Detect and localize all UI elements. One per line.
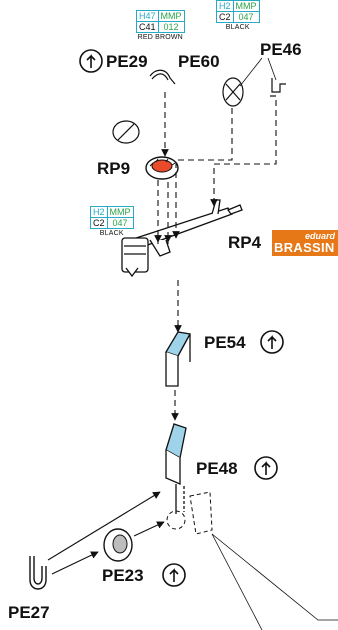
label-rp9: RP9 <box>97 159 131 178</box>
paint-number: 047 <box>232 11 260 23</box>
bend-arrow-icon <box>79 49 103 73</box>
brassin-logo: eduard BRASSIN <box>272 230 338 256</box>
paint-number: 047 <box>106 217 134 229</box>
label-pe23: PE23 <box>102 566 144 585</box>
part-pe46 <box>270 78 286 97</box>
label-pe27: PE27 <box>8 603 50 622</box>
pe46-pointers <box>239 57 277 87</box>
paint-code: H2 <box>216 0 234 12</box>
paint-code: C2 <box>216 11 234 23</box>
part-pe48 <box>165 423 187 514</box>
bend-arrow-icon <box>162 563 186 587</box>
part-pe60 <box>222 77 244 107</box>
label-pe29: PE29 <box>106 52 148 71</box>
leader-lines <box>211 533 338 630</box>
label-pe54: PE54 <box>204 333 246 352</box>
label-pe60: PE60 <box>178 52 220 71</box>
guide-lines <box>157 92 277 418</box>
label-pe48: PE48 <box>196 459 238 478</box>
label-pe46: PE46 <box>260 40 302 59</box>
assembly-arrows <box>47 491 165 575</box>
bend-arrow-icon <box>254 456 278 480</box>
part-pe29 <box>149 69 176 85</box>
part-pe27 <box>29 556 47 590</box>
part-rp9-detail <box>112 120 140 144</box>
part-pe23 <box>103 528 133 562</box>
part-pe54 <box>165 331 192 387</box>
paint-brand: MMP <box>106 206 134 218</box>
paint-caption: RED BROWN <box>137 34 183 41</box>
brand-bottom: BRASSIN <box>274 240 335 255</box>
part-rp4 <box>121 199 243 278</box>
part-rp9 <box>145 156 179 180</box>
paint-caption: BLACK <box>99 230 124 237</box>
paint-number: 012 <box>157 21 185 33</box>
paint-code: C41 <box>136 21 159 33</box>
paint-code: H47 <box>136 10 159 22</box>
mount-outline <box>166 491 213 535</box>
paint-brand: MMP <box>157 10 185 22</box>
bend-arrow-icon <box>260 330 284 354</box>
guide-arrows <box>154 149 218 421</box>
paint-brand: MMP <box>232 0 260 12</box>
paint-code: C2 <box>90 217 108 229</box>
label-rp4: RP4 <box>228 233 262 252</box>
paint-caption: BLACK <box>225 24 250 31</box>
paint-code: H2 <box>90 206 108 218</box>
brand-top: eduard <box>304 231 335 241</box>
